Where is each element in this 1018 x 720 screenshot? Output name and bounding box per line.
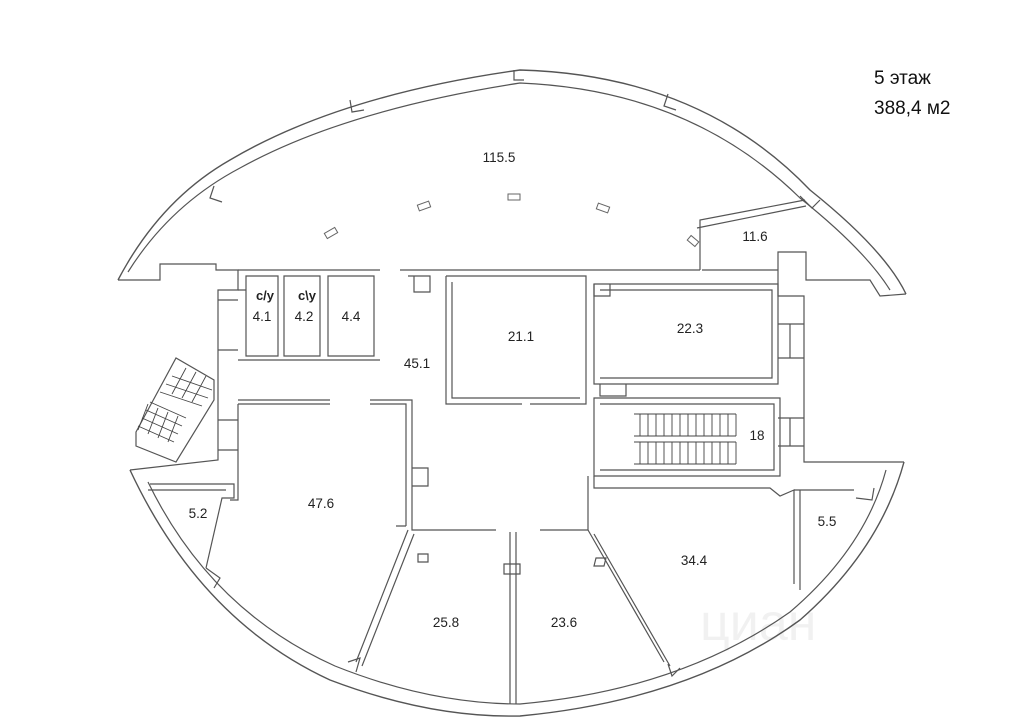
floor-name: 5 этаж [874, 68, 931, 89]
room-label-21-1: 21.1 [508, 329, 534, 344]
room-label-4-1: 4.1 [253, 309, 272, 324]
room-label-34-4: 34.4 [681, 553, 708, 568]
room-label-4-2: 4.2 [295, 309, 314, 324]
stair-west [137, 367, 213, 443]
room-label-5-2: 5.2 [189, 506, 208, 521]
room-label-47-6: 47.6 [308, 496, 334, 511]
floor-area: 388,4 м2 [874, 98, 951, 119]
room-label-4-4: 4.4 [342, 309, 361, 324]
watermark: циан [700, 594, 816, 652]
outer-walls [117, 69, 907, 717]
room-labels: 115.5 11.6 с/у 4.1 с\у 4.2 4.4 45.1 21.1… [189, 150, 837, 630]
wc-type-label: с\у [298, 288, 317, 303]
wc-type-label: с/у [256, 288, 275, 303]
room-label-11-6: 11.6 [742, 229, 767, 244]
room-label-5-5: 5.5 [818, 514, 837, 529]
interior-walls [135, 199, 854, 704]
fixtures [323, 193, 700, 248]
room-label-22-3: 22.3 [677, 321, 703, 336]
room-label-115-5: 115.5 [483, 150, 516, 165]
floor-info: 5 этаж 388,4 м2 [874, 64, 950, 124]
room-label-23-6: 23.6 [551, 615, 577, 630]
room-label-45-1: 45.1 [404, 356, 430, 371]
room-label-18: 18 [749, 428, 764, 443]
stair-east [634, 413, 737, 465]
room-label-25-8: 25.8 [433, 615, 459, 630]
